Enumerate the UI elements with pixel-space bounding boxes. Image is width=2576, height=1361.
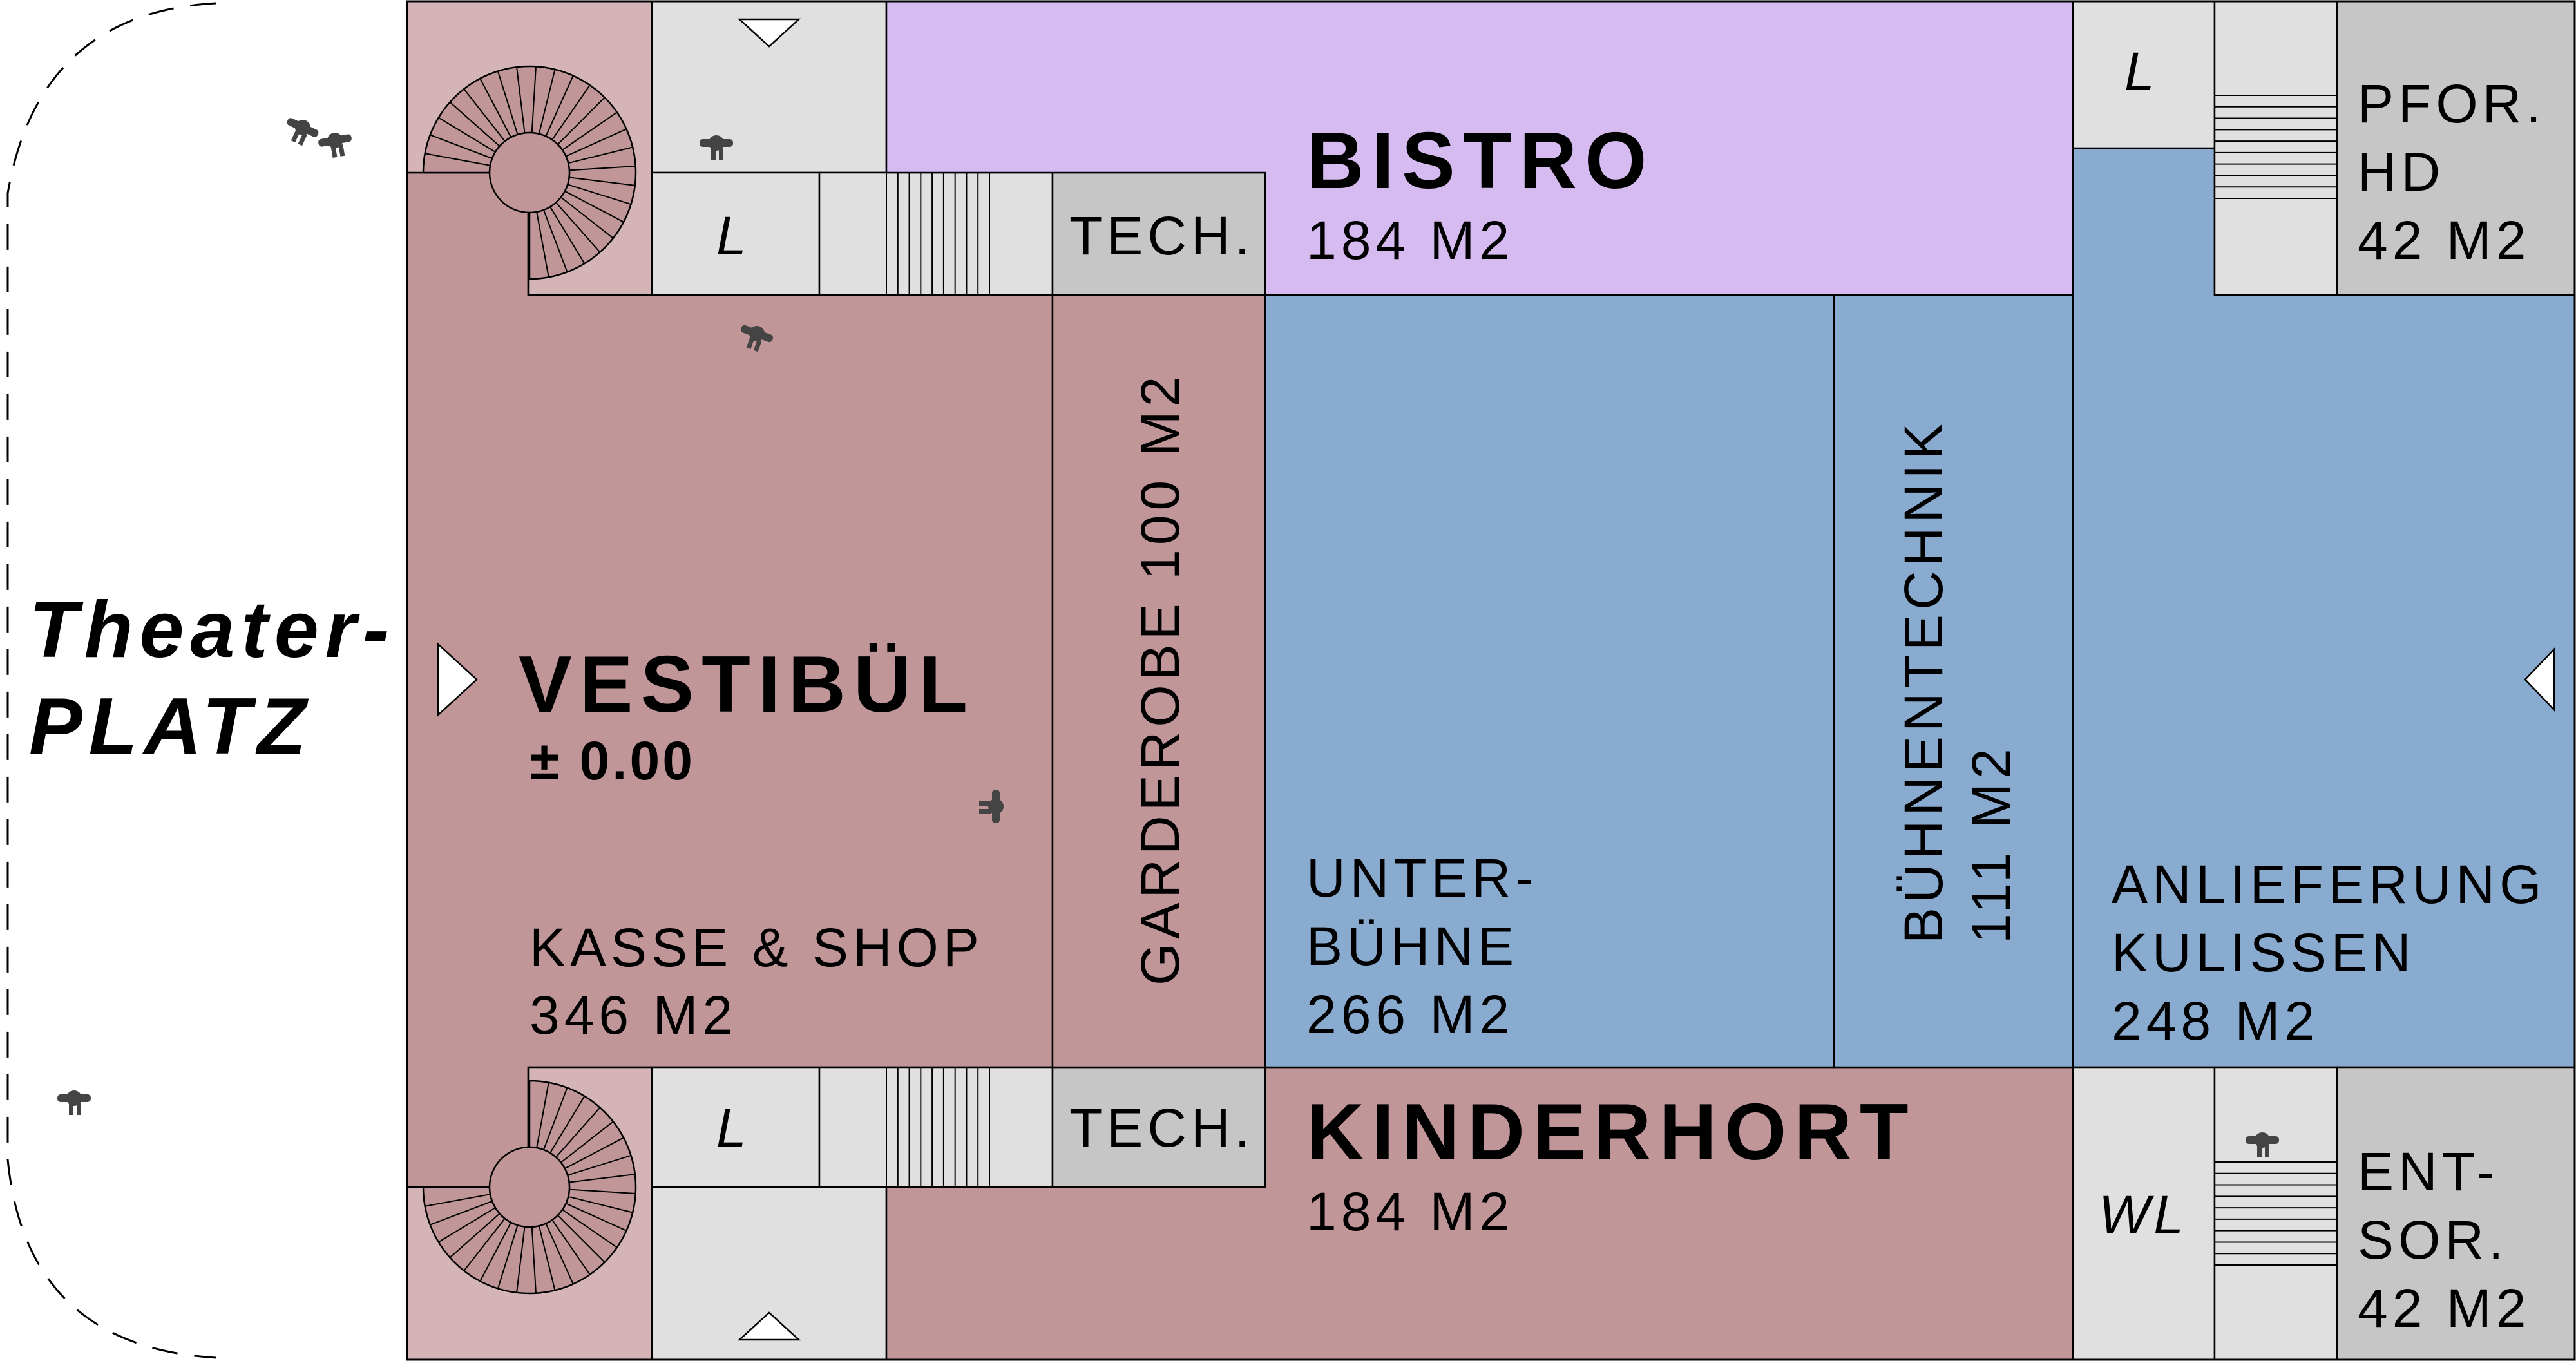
room-pforte[interactable] [2336, 0, 2576, 296]
stair-spiral-icon [422, 65, 637, 280]
room-tech-bottom[interactable] [1051, 1066, 1266, 1188]
entsorgung-line1: ENT- [2358, 1141, 2499, 1202]
plaza-label-line2: PLATZ [29, 682, 312, 771]
entrance-arrow-icon [737, 18, 801, 48]
room-lift-bottom-right[interactable] [2072, 1066, 2216, 1361]
person-icon [979, 790, 1004, 823]
plaza-outline [6, 2, 216, 1359]
staircase-icon [886, 172, 990, 296]
pforte-line1: PFOR. [2358, 73, 2546, 134]
vestibuel-title: VESTIBÜL [519, 640, 975, 729]
kinderhort-title: KINDERHORT [1306, 1088, 1916, 1177]
person-icon [287, 118, 319, 146]
people-group [57, 118, 2279, 1157]
vestibuel-level: ± 0.00 [530, 730, 695, 791]
person-icon [2246, 1132, 2279, 1157]
vestibuel-area: 346 M2 [530, 985, 737, 1045]
plaza-label-line1: Theater- [29, 585, 396, 674]
lift-bottom-left-label: L [716, 1098, 747, 1158]
room-unterbuehne[interactable] [1264, 294, 1835, 1069]
tech-bottom-label: TECH. [1069, 1098, 1254, 1158]
person-icon [318, 133, 352, 158]
pforte-area: 42 M2 [2358, 210, 2530, 271]
room-stair-top-left [818, 171, 1054, 296]
person-icon [57, 1090, 91, 1115]
room-buehnentechnik[interactable] [1833, 294, 2074, 1069]
unterbuehne-line2: BÜHNE [1306, 916, 1518, 976]
buehnentechnik-line1: BÜHNENTECHNIK [1893, 419, 1954, 944]
stair-spiral-icon [422, 1080, 637, 1295]
lift-top-right-label: L [2124, 41, 2155, 102]
anlieferung-line2: KULISSEN [2112, 922, 2416, 983]
entsorgung-area: 42 M2 [2358, 1278, 2530, 1338]
staircase-icon [2214, 95, 2338, 199]
vestibuel-sub: KASSE & SHOP [530, 917, 984, 978]
entrance-arrow-icon [737, 1311, 801, 1341]
staircase-icon [2214, 1161, 2338, 1266]
entsorgung-line2: SOR. [2358, 1210, 2508, 1270]
lift-bottom-right-label: WL [2099, 1185, 2188, 1245]
person-icon [740, 325, 774, 352]
bistro-area: 184 M2 [1306, 210, 1514, 271]
garderobe-label: GARDEROBE 100 M2 [1130, 372, 1190, 985]
person-icon [700, 135, 733, 160]
unterbuehne-area: 266 M2 [1306, 984, 1514, 1045]
entrance-arrow-icon[interactable] [2524, 647, 2555, 712]
staircase-icon [886, 1067, 990, 1188]
room-stair-bottom-right [2213, 1066, 2338, 1361]
room-stair-bottom-left [818, 1066, 1054, 1188]
tech-top-label: TECH. [1069, 205, 1254, 266]
kinderhort-area: 184 M2 [1306, 1181, 1514, 1242]
anlieferung-line1: ANLIEFERUNG [2112, 854, 2546, 915]
bistro-title: BISTRO [1306, 117, 1654, 205]
buehnentechnik-line2: 111 M2 [1961, 744, 2021, 944]
room-lift-top-left[interactable] [651, 171, 821, 296]
room-lift-top-right[interactable] [2072, 0, 2216, 149]
anlieferung-area: 248 M2 [2112, 991, 2319, 1051]
room-lift-bottom-left[interactable] [651, 1066, 821, 1188]
room-garderobe[interactable] [1051, 294, 1266, 1069]
building-outline [406, 0, 2576, 1361]
lift-top-left-label: L [716, 205, 747, 266]
room-stair-top-right [2213, 0, 2338, 296]
pforte-line2: HD [2358, 142, 2445, 202]
entrance-arrow-icon[interactable] [437, 642, 478, 717]
unterbuehne-line1: UNTER- [1306, 848, 1538, 908]
